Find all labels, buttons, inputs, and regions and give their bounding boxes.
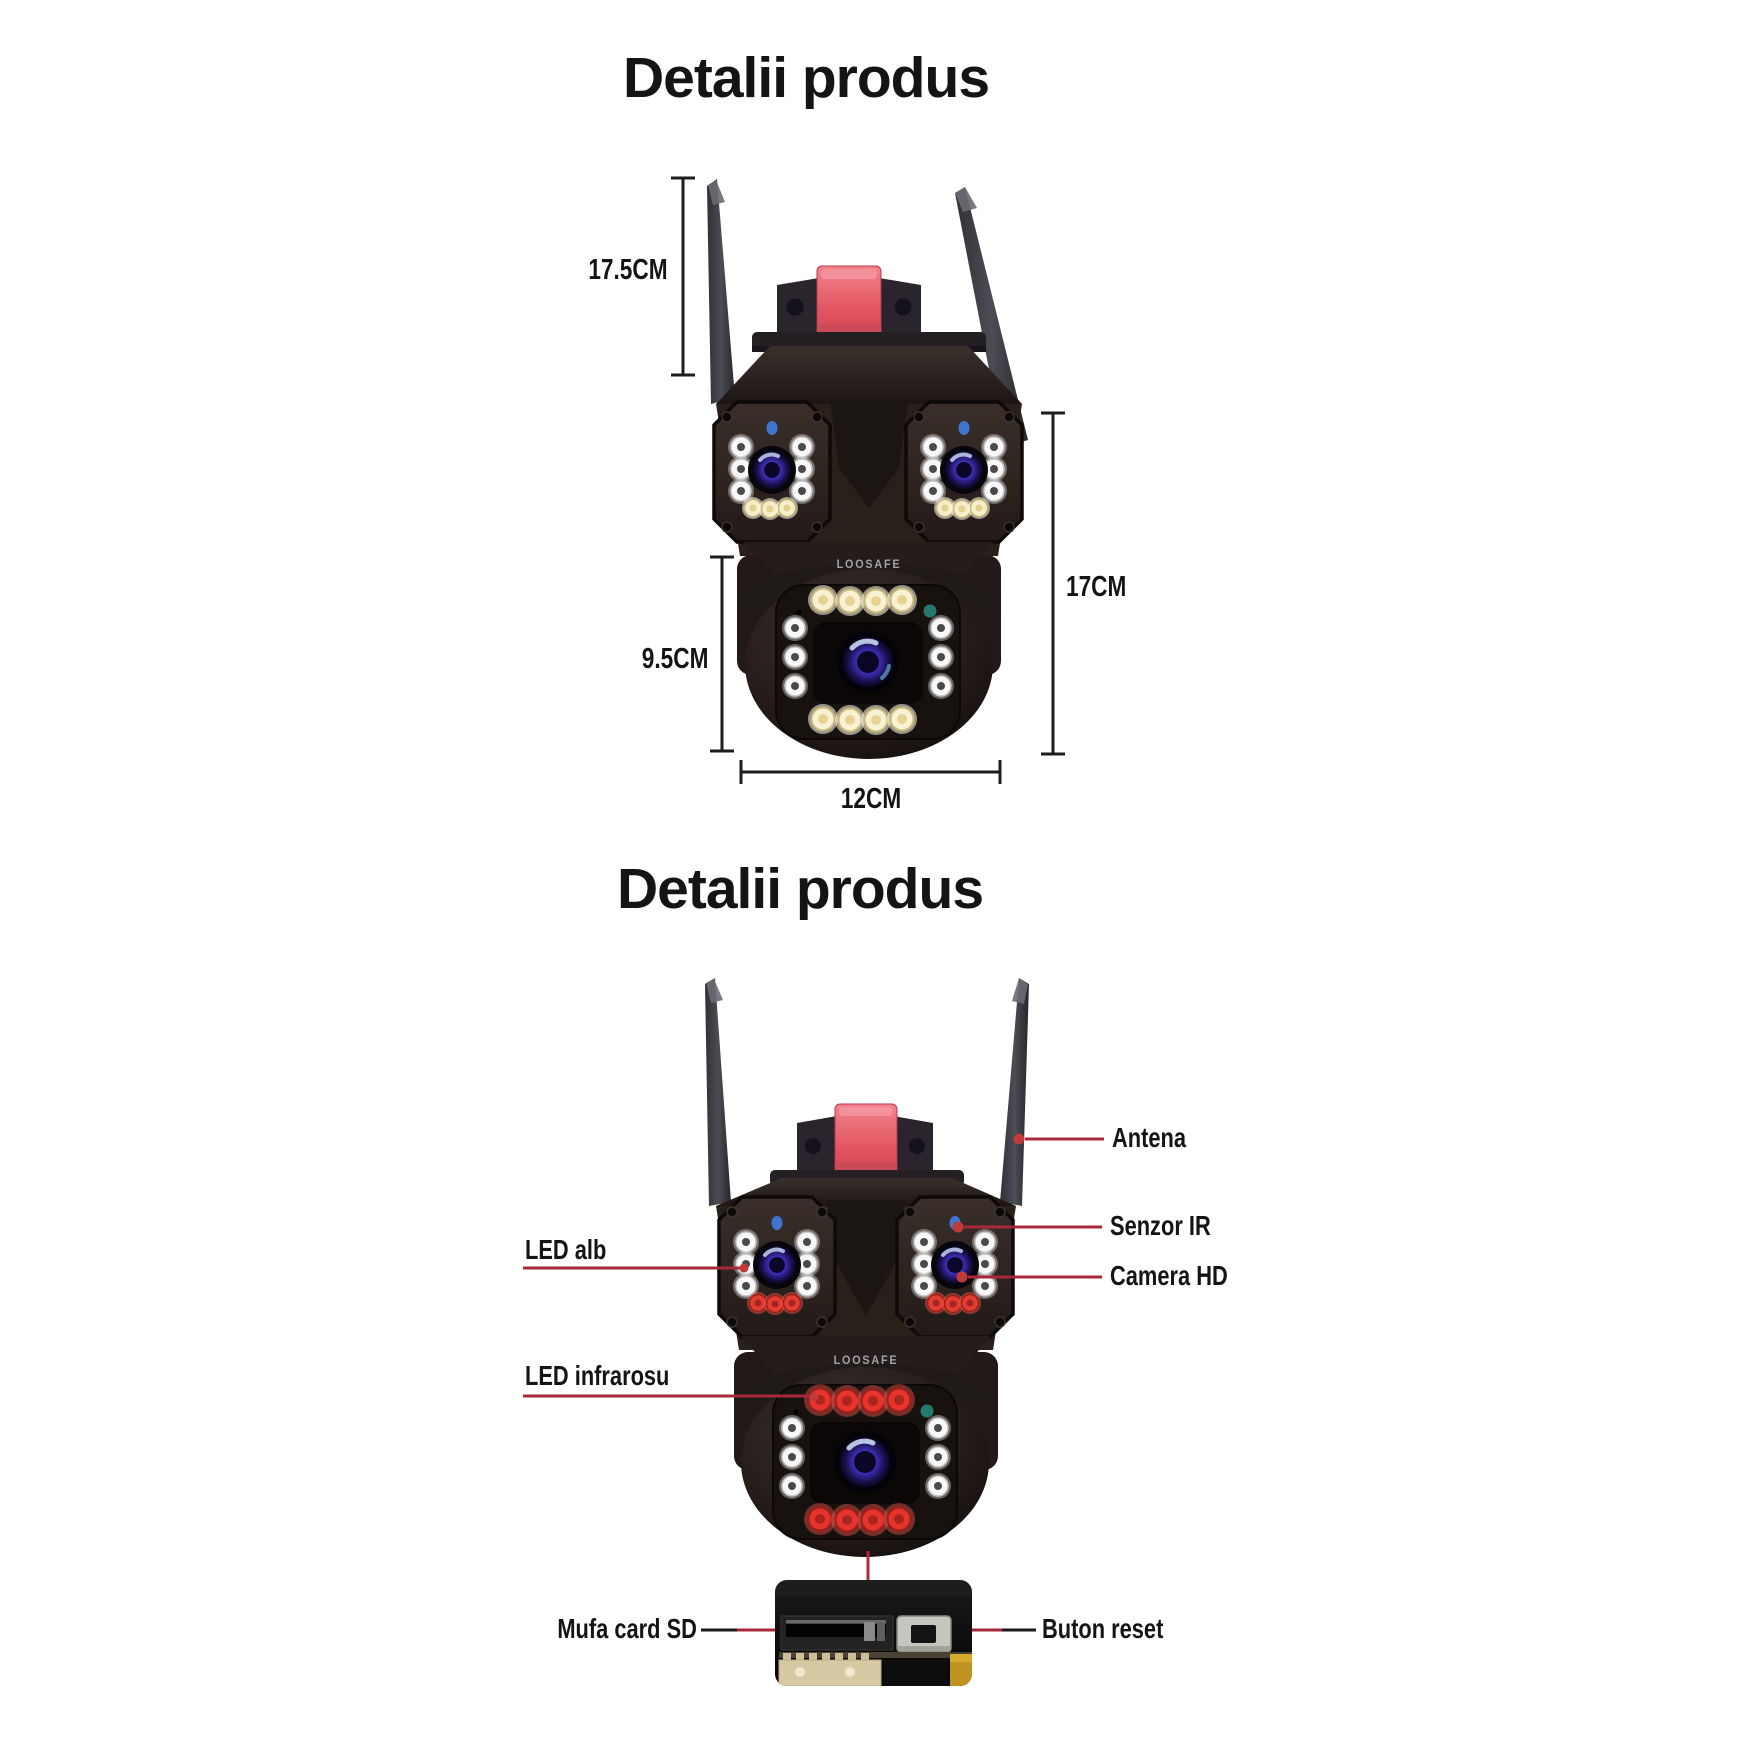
body-center-wedge (830, 400, 908, 508)
dimension-line-17-5cm (671, 176, 695, 377)
dimension-label-base-width: 12CM (840, 783, 902, 815)
ptz-ball-face (776, 585, 960, 739)
part-label-camera-hd: Camera HD (1110, 1260, 1228, 1291)
camera-module-left (714, 402, 830, 542)
part-label-led-alb: LED alb (525, 1234, 607, 1265)
mount-bracket (770, 1103, 964, 1186)
part-label-buton-reset: Buton reset (1042, 1613, 1164, 1644)
leader-antena (1013, 1133, 1104, 1145)
yellow-component (950, 1654, 972, 1686)
dimension-label-body-height: 17CM (1066, 571, 1127, 603)
ptz-ball-face (773, 1384, 957, 1539)
neck (741, 1336, 991, 1378)
leader-led-infrarosu (523, 1392, 819, 1402)
section1-title: Detalii produs (622, 46, 990, 110)
brand-logo-text-2: LOOSAFE (833, 1353, 899, 1367)
dimension-line-9-5cm (710, 555, 734, 753)
leader-led-alb (523, 1263, 749, 1273)
inset-photo-sd-reset (775, 1580, 972, 1686)
body-center-wedge (827, 1200, 905, 1316)
antenna-right (955, 187, 1028, 447)
antenna-left (705, 978, 731, 1206)
leader-camera-hd (956, 1271, 1102, 1283)
sd-card-slot (780, 1615, 894, 1651)
camera-module-right (906, 402, 1022, 542)
dimension-label-antenna-height: 17.5CM (588, 254, 668, 286)
camera-module-right (897, 1197, 1013, 1337)
mount-bracket (752, 265, 986, 352)
body-top (716, 346, 1022, 404)
section2-title: Detalii produs (616, 857, 984, 921)
brand-logo-text-1: LOOSAFE (836, 557, 902, 571)
camera-illustration-dimensions (707, 179, 1028, 759)
leader-senzor-ir (952, 1221, 1102, 1233)
antenna-left (707, 179, 735, 404)
camera-illustration-labels (705, 978, 1029, 1557)
part-label-led-infrarosu: LED infrarosu (525, 1360, 670, 1391)
leader-lines (523, 1133, 1104, 1632)
dimension-lines (671, 176, 1065, 784)
reset-button (896, 1615, 952, 1653)
part-label-mufa-card-sd: Mufa card SD (557, 1613, 697, 1644)
dimension-line-17cm (1041, 411, 1065, 756)
pcb-edge (779, 1652, 972, 1658)
dimension-label-ball-height: 9.5CM (641, 643, 708, 675)
wire-connector (778, 1653, 948, 1686)
antenna-right (1000, 978, 1029, 1206)
dimension-line-12cm (739, 760, 1002, 784)
part-label-antena: Antena (1112, 1122, 1187, 1153)
part-label-senzor-ir: Senzor IR (1110, 1210, 1211, 1241)
